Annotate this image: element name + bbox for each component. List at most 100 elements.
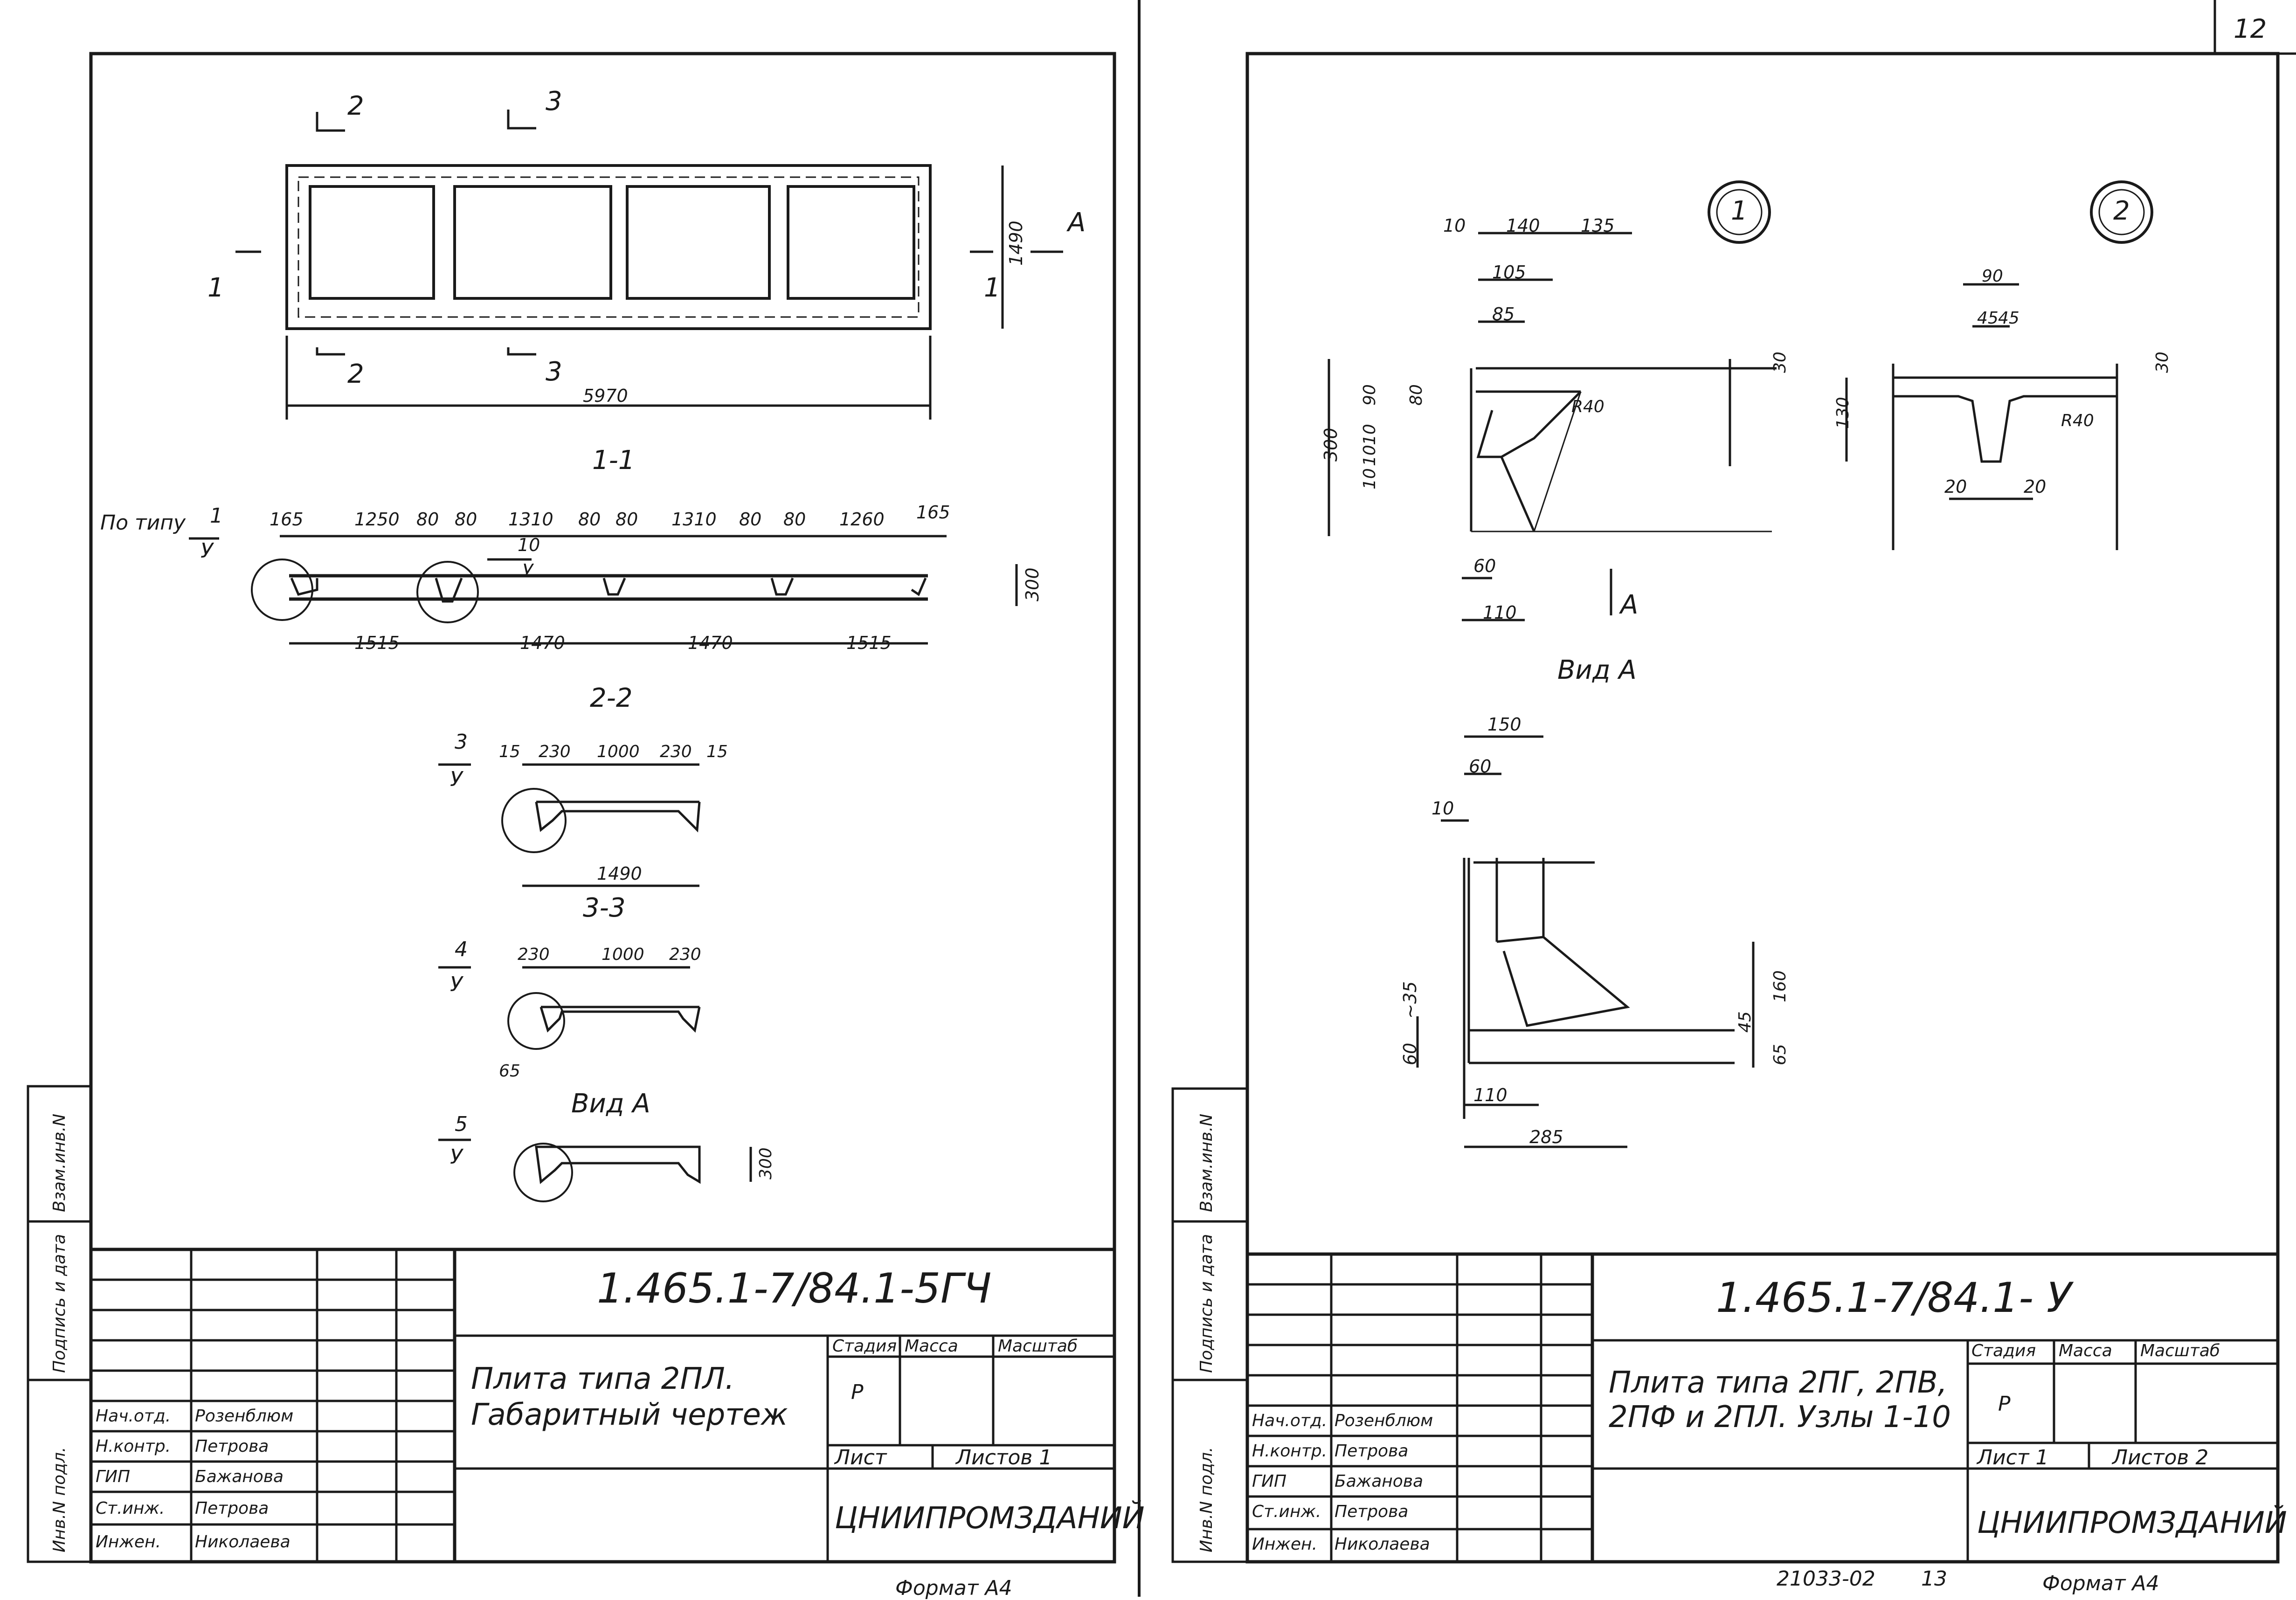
dim: 85 <box>1492 304 1515 324</box>
ref-den-1: У <box>201 539 213 563</box>
radius-label: R40 <box>1571 397 1604 416</box>
section-mark-2-bottom: 2 <box>347 359 364 389</box>
dim-top: 1000 <box>602 945 644 964</box>
person-name: Николаева <box>1335 1535 1430 1554</box>
dim: 10 <box>1443 215 1466 236</box>
dim: 20 <box>2024 476 2047 497</box>
role: Инжен. <box>96 1532 161 1552</box>
side-label-inv: Инв.N подл. <box>1197 1447 1216 1552</box>
dim: 90 <box>1360 384 1379 406</box>
dim-top: 80 <box>578 509 601 530</box>
person-name: Розенблюм <box>1335 1411 1433 1430</box>
dim: 45 <box>1736 1011 1755 1033</box>
section-mark-1-right: 1 <box>984 273 1001 303</box>
dim: 60 <box>1469 756 1492 777</box>
side-label-replace: Взам.инв.N <box>1197 1113 1216 1212</box>
dim: 130 <box>1833 397 1853 429</box>
dim-top: 1250 <box>354 509 400 530</box>
node-1-marker: 1 <box>1731 196 1748 226</box>
person-name: Розенблюм <box>195 1407 294 1426</box>
ref-den-4: У <box>450 972 463 996</box>
drawing-name: Плита типа 2ПЛ. Габаритный чертеж <box>471 1362 788 1432</box>
role: Н.контр. <box>96 1437 171 1456</box>
dim: 45 <box>1977 309 1999 328</box>
format-label-right: Формат А4 <box>2042 1572 2159 1595</box>
person-name: Бажанова <box>1335 1472 1424 1491</box>
dim: 30 <box>2153 352 2172 373</box>
dim-top: 1310 <box>508 509 553 530</box>
dim: 90 <box>1982 267 2003 286</box>
view-a-title: Вид А <box>571 1089 650 1119</box>
stage-value: Р <box>1998 1392 2011 1416</box>
dim: 30 <box>1770 352 1790 373</box>
organization: ЦНИИПРОМЗДАНИЙ <box>835 1501 1145 1536</box>
header-stage: Стадия <box>832 1337 897 1356</box>
dim-bottom: 1515 <box>354 633 400 653</box>
person-name: Николаева <box>195 1532 290 1552</box>
dim-top: 230 <box>660 742 692 761</box>
side-label-sign: Подпись и дата <box>50 1234 69 1373</box>
ref-num-10: 10 <box>518 535 540 555</box>
dim: 160 <box>1770 970 1790 1002</box>
dim-top: 230 <box>669 945 701 964</box>
dim: 110 <box>1473 1085 1508 1105</box>
role: ГИП <box>96 1467 131 1486</box>
side-label-inv: Инв.N подл. <box>50 1447 69 1552</box>
person-name: Петрова <box>1335 1441 1409 1461</box>
person-name: Бажанова <box>195 1467 284 1486</box>
ref-den-5: У <box>450 1145 463 1169</box>
ref-den-10: У <box>522 560 533 581</box>
ref-num-5: 5 <box>455 1112 468 1136</box>
radius-label: R40 <box>2061 411 2094 430</box>
section-mark-3-bottom: 3 <box>546 357 562 387</box>
dim-top: 15 <box>706 742 728 761</box>
role: ГИП <box>1252 1472 1287 1491</box>
organization: ЦНИИПРОМЗДАНИЙ <box>1977 1506 2287 1540</box>
dim: 300 <box>1321 428 1341 462</box>
page-number: 12 <box>2234 14 2267 44</box>
dim: 20 <box>1944 476 1967 497</box>
ref-den-3: У <box>450 767 463 791</box>
section-3-3-title: 3-3 <box>583 893 626 923</box>
dim: 45 <box>1998 309 2019 328</box>
section-1-1-title: 1-1 <box>592 445 635 476</box>
role: Ст.инж. <box>1252 1502 1321 1521</box>
dim: 60 <box>1400 1042 1420 1065</box>
section-2-2-title: 2-2 <box>590 683 633 713</box>
dim: 65 <box>1770 1044 1790 1065</box>
header-stage: Стадия <box>1971 1341 2036 1360</box>
archive-page: 13 <box>1921 1567 1947 1591</box>
dim: 140 <box>1506 215 1540 236</box>
view-a-title-right: Вид А <box>1557 655 1637 685</box>
role: Инжен. <box>1252 1535 1318 1554</box>
dim-height: 300 <box>756 1147 775 1179</box>
dim-top: 80 <box>739 509 762 530</box>
drawing-code: 1.465.1-7/84.1-5ГЧ <box>597 1264 992 1312</box>
person-name: Петрова <box>1335 1502 1409 1521</box>
dim-top: 80 <box>783 509 806 530</box>
ref-num-1: 1 <box>210 504 223 528</box>
dim: 10 <box>1360 424 1379 445</box>
role: Нач.отд. <box>1252 1411 1328 1430</box>
dim-height: 300 <box>1022 567 1043 601</box>
header-scale: Масштаб <box>2140 1341 2220 1360</box>
dim-bottom: 1470 <box>520 633 565 653</box>
dim-top: 15 <box>499 742 520 761</box>
drawing-name-right: Плита типа 2ПГ, 2ПВ, 2ПФ и 2ПЛ. Узлы 1-1… <box>1609 1366 1951 1434</box>
dim-top: 1260 <box>839 509 885 530</box>
dim: 135 <box>1581 215 1615 236</box>
ref-num-4: 4 <box>455 938 468 961</box>
view-arrow-label: А <box>1620 590 1639 620</box>
header-mass: Масса <box>2059 1341 2112 1360</box>
side-label-sign: Подпись и дата <box>1197 1234 1216 1373</box>
role: Нач.отд. <box>96 1407 171 1426</box>
stage-value: Р <box>851 1380 864 1404</box>
dim-top: 230 <box>518 945 550 964</box>
drawing-code-right: 1.465.1-7/84.1- У <box>1716 1274 2072 1322</box>
dim: 10 <box>1360 468 1379 490</box>
sheets-count: Листов 1 <box>956 1446 1052 1469</box>
sheet-label: Лист 1 <box>1977 1446 2049 1469</box>
dim: 60 <box>1473 556 1496 576</box>
sheet-label: Лист <box>835 1446 887 1469</box>
